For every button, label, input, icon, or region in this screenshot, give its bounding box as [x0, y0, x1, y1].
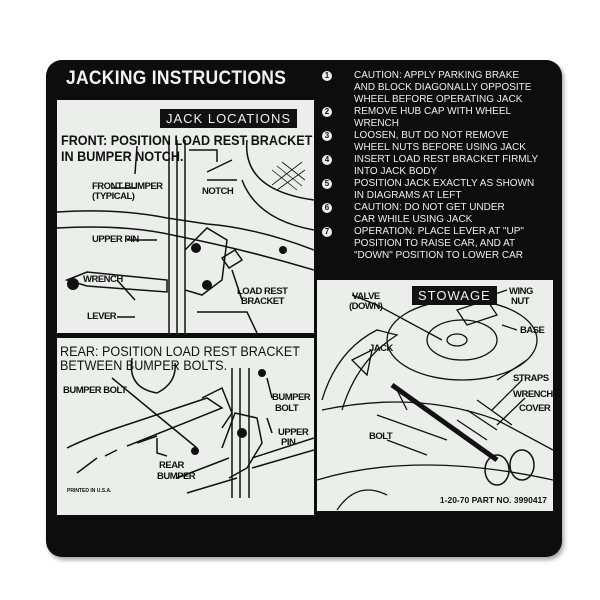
- step-number: 5: [322, 179, 332, 189]
- step-line: "DOWN" POSITION TO LOWER CAR: [354, 250, 523, 261]
- step-line: CAR WHILE USING JACK: [354, 214, 473, 225]
- label-front-bumper: FRONT BUMPER: [92, 181, 163, 192]
- label-wing: WING: [509, 286, 533, 297]
- label-pin: PIN: [281, 437, 296, 448]
- step-7: 7 OPERATION: PLACE LEVER AT "UP"POSITION …: [318, 226, 558, 262]
- step-line: CAUTION: DO NOT GET UNDER: [354, 202, 505, 213]
- step-line: POSITION TO RAISE CAR, AND AT: [354, 238, 516, 249]
- step-2: 2 REMOVE HUB CAP WITH WHEEL WRENCH: [318, 106, 558, 130]
- step-line: IN DIAGRAMS AT LEFT: [354, 190, 462, 201]
- label-straps: STRAPS: [513, 373, 549, 384]
- step-line: AND BLOCK DIAGONALLY OPPOSITE: [354, 82, 532, 93]
- step-number: 4: [322, 155, 332, 165]
- step-number: 1: [322, 71, 332, 81]
- stowage-tag: STOWAGE: [412, 286, 497, 305]
- label-jack: JACK: [369, 343, 393, 354]
- front-heading-line1: FRONT: POSITION LOAD REST BRACKET: [61, 132, 313, 148]
- step-line: WHEEL BEFORE OPERATING JACK: [354, 94, 523, 105]
- label-down: (DOWN): [349, 301, 383, 312]
- part-number: 1-20-70 PART NO. 3990417: [439, 495, 547, 505]
- step-number: 6: [322, 203, 332, 213]
- step-line: LOOSEN, BUT DO NOT REMOVE: [354, 130, 509, 141]
- step-line: CAUTION: APPLY PARKING BRAKE: [354, 70, 520, 81]
- label-nut: NUT: [511, 296, 530, 307]
- step-line: POSITION JACK EXACTLY AS SHOWN: [354, 178, 535, 189]
- label-bolt: BOLT: [275, 403, 299, 414]
- rear-heading-line1: REAR: POSITION LOAD REST BRACKET: [60, 343, 300, 359]
- label-bracket: BRACKET: [241, 296, 284, 307]
- label-upper-pin: UPPER PIN: [92, 234, 139, 245]
- label-notch: NOTCH: [202, 186, 234, 197]
- stowage-panel: STOWAGE VALVE (DOWN) WING NUT BASE JACK …: [317, 280, 553, 511]
- step-line: INTO JACK BODY: [354, 166, 438, 177]
- printed-in-usa: PRINTED IN U.S.A.: [67, 488, 112, 494]
- label-upper: UPPER: [278, 427, 309, 438]
- jacking-instructions-decal: JACKING INSTRUCTIONS JACK LOCATIONS FRON…: [46, 60, 562, 557]
- front-heading-line2: IN BUMPER NOTCH.: [61, 148, 184, 164]
- front-jack-location-panel: JACK LOCATIONS FRONT: POSITION LOAD REST…: [57, 100, 314, 333]
- jack-locations-tag: JACK LOCATIONS: [160, 109, 298, 128]
- front-jack-diagram: [57, 139, 314, 333]
- step-number: 7: [322, 227, 332, 237]
- label-typical: (TYPICAL): [92, 191, 135, 202]
- label-valve: VALVE: [352, 291, 380, 302]
- decal-title: JACKING INSTRUCTIONS: [66, 68, 287, 89]
- step-line: REMOVE HUB CAP WITH WHEEL WRENCH: [354, 106, 511, 129]
- label-base: BASE: [520, 325, 545, 336]
- label-rear-bumper: BUMPER: [157, 471, 196, 482]
- step-number: 3: [322, 131, 332, 141]
- label-bumper: BUMPER: [272, 392, 311, 403]
- step-number: 2: [322, 107, 332, 117]
- rear-heading-line2: BETWEEN BUMPER BOLTS.: [60, 357, 228, 373]
- label-load-rest: LOAD REST: [237, 286, 288, 297]
- label-bolt-stow: BOLT: [369, 431, 393, 442]
- step-line: INSERT LOAD REST BRACKET FIRMLY: [354, 154, 539, 165]
- label-wrench: WRENCH: [83, 274, 123, 285]
- rear-jack-location-panel: REAR: POSITION LOAD REST BRACKET BETWEEN…: [57, 338, 314, 515]
- label-wrench-stow: WRENCH: [513, 389, 553, 400]
- label-bumper-bolt: BUMPER BOLT: [63, 385, 127, 396]
- step-line: OPERATION: PLACE LEVER AT "UP": [354, 226, 524, 237]
- step-line: WHEEL NUTS BEFORE USING JACK: [354, 142, 526, 153]
- label-lever: LEVER: [87, 311, 117, 322]
- label-rear: REAR: [159, 460, 184, 471]
- label-cover: COVER: [519, 403, 551, 414]
- stowage-diagram: [317, 289, 553, 511]
- rear-jack-diagram: [66, 357, 314, 498]
